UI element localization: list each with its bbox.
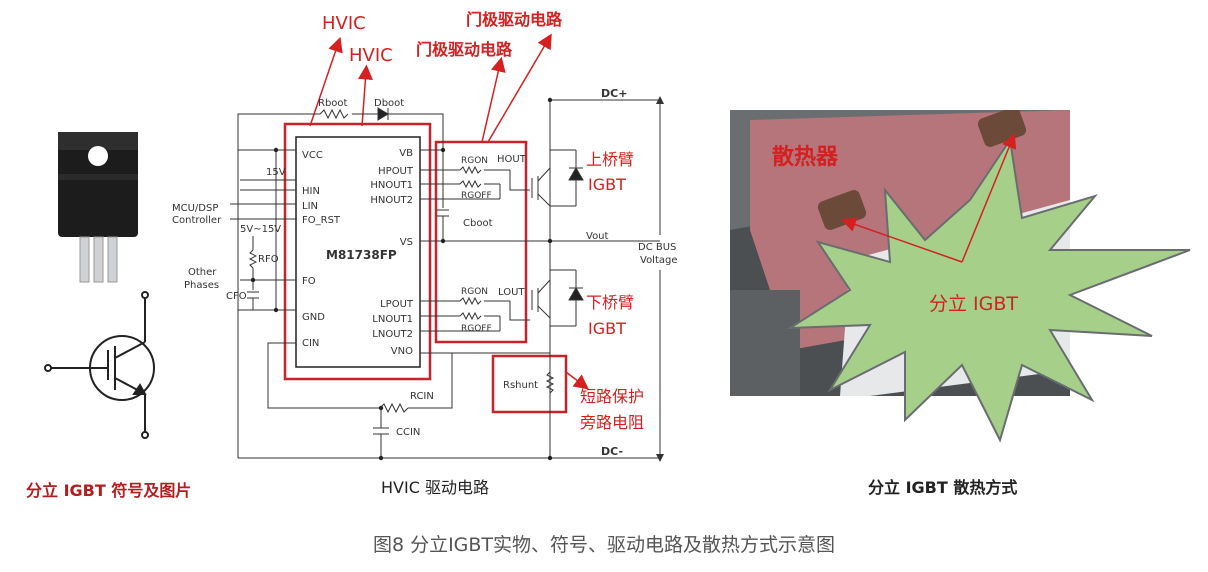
other-label-2: Phases <box>184 280 219 291</box>
hvic-label-2: HVIC <box>349 45 393 66</box>
left-caption: 分立 IGBT 符号及图片 <box>26 481 192 500</box>
vout-label: Vout <box>586 231 609 242</box>
rfo-label: RFO <box>258 254 279 265</box>
other-label-1: Other <box>188 267 217 278</box>
pin-hpout: HPOUT <box>378 166 414 177</box>
mcu-label-1: MCU/DSP <box>172 203 218 214</box>
left-panel <box>20 110 220 510</box>
starburst <box>786 137 1191 443</box>
lower-igbt-label: IGBT <box>588 319 626 338</box>
pin-lnout2: LNOUT2 <box>372 329 413 340</box>
lout-label: LOUT <box>498 287 525 298</box>
dboot-label: Dboot <box>374 98 404 109</box>
rgoff-label-2: RGOFF <box>461 324 492 334</box>
pin-gnd: GND <box>302 312 325 323</box>
pin-vcc: VCC <box>302 150 323 161</box>
pin-hnout1: HNOUT1 <box>370 180 413 191</box>
dc-plus-label: DC+ <box>601 87 627 100</box>
igbt-symbol <box>44 291 155 439</box>
figure-caption: 图8 分立IGBT实物、符号、驱动电路及散热方式示意图 <box>372 534 836 556</box>
dcbus-label-1: DC BUS <box>638 242 676 253</box>
cboot-label: Cboot <box>463 218 493 229</box>
dcbus-label-2: Voltage <box>640 255 678 266</box>
rcin-label: RCIN <box>410 391 434 402</box>
pin-vno: VNO <box>391 346 413 357</box>
short-protect-label-2: 旁路电阻 <box>580 413 644 432</box>
hout-label: HOUT <box>497 154 527 165</box>
pin-vs: VS <box>400 237 413 248</box>
pin-fo-rst: FO_RST <box>302 215 341 226</box>
lower-arm-label: 下桥臂 <box>586 293 634 312</box>
pin-lnout1: LNOUT1 <box>372 314 413 325</box>
ccin-label: CCIN <box>396 427 420 438</box>
hvic-schematic: HVIC HVIC 门极驱动电路 门极驱动电路 M81738FP VCC HIN… <box>172 10 678 462</box>
dc-minus-label: DC- <box>601 445 623 458</box>
upper-igbt-label: IGBT <box>588 175 626 194</box>
pin-vb: VB <box>399 148 413 159</box>
heatsink-label: 散热器 <box>772 144 839 170</box>
star-label: 分立 IGBT <box>929 293 1018 315</box>
pin-lpout: LPOUT <box>380 299 414 310</box>
hvic-label-1: HVIC <box>322 13 366 34</box>
rgoff-label-1: RGOFF <box>461 191 492 201</box>
gate-label-2: 门极驱动电路 <box>416 40 513 59</box>
rshunt-label: Rshunt <box>503 380 538 391</box>
gate-label-1: 门极驱动电路 <box>466 10 563 29</box>
igbt-photo-and-symbol <box>44 132 155 439</box>
v515-label: 5V~15V <box>240 224 281 235</box>
heatsink-overlay: 散热器 分立 IGBT <box>772 133 1191 443</box>
rboot-label: Rboot <box>318 98 348 109</box>
v15-label: 15V <box>266 167 286 178</box>
pin-fo: FO <box>302 276 316 287</box>
rgon-label-1: RGON <box>461 156 488 166</box>
igbt-package-image <box>58 132 138 283</box>
pin-lin: LIN <box>302 201 318 212</box>
mcu-label-2: Controller <box>172 215 222 226</box>
rgon-label-2: RGON <box>461 287 488 297</box>
chip-name: M81738FP <box>326 248 397 262</box>
right-caption: 分立 IGBT 散热方式 <box>868 478 1018 497</box>
center-caption: HVIC 驱动电路 <box>381 478 489 497</box>
upper-arm-label: 上桥臂 <box>586 150 634 169</box>
pin-hin: HIN <box>302 186 320 197</box>
pin-cin: CIN <box>302 338 319 349</box>
cfo-label: CFO <box>226 291 247 302</box>
pin-hnout2: HNOUT2 <box>370 195 413 206</box>
short-protect-label-1: 短路保护 <box>580 387 644 406</box>
